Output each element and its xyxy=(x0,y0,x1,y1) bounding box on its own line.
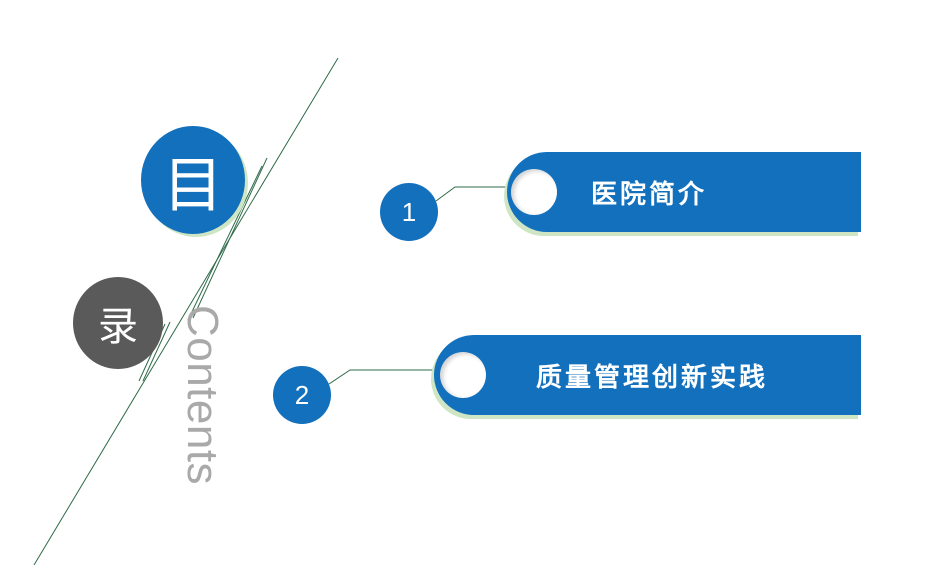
item-2-banner-notch xyxy=(440,352,486,398)
item-1-banner[interactable]: 医院简介 xyxy=(507,152,861,232)
title-char-mu-circle: 目 xyxy=(141,126,245,234)
connector-line-2 xyxy=(328,369,442,385)
title-char-mu: 目 xyxy=(163,150,223,221)
item-1-label: 医院简介 xyxy=(591,179,708,210)
contents-label: Contents xyxy=(178,304,227,486)
item-1-number: 1 xyxy=(401,196,417,227)
item-1-banner-notch xyxy=(511,169,557,215)
title-char-lu-circle: 录 xyxy=(73,277,163,369)
title-char-lu: 录 xyxy=(98,304,138,350)
short-diagonal-line-1 xyxy=(192,157,268,319)
item-2-number-badge: 2 xyxy=(273,366,331,424)
item-1-number-badge: 1 xyxy=(380,183,438,241)
item-2-number: 2 xyxy=(294,379,310,410)
connector-line-1 xyxy=(435,186,515,202)
long-diagonal-line xyxy=(33,57,339,565)
item-2-label: 质量管理创新实践 xyxy=(536,362,769,393)
short-diagonal-line-2 xyxy=(187,165,263,321)
short-diagonal-line-3 xyxy=(142,321,171,382)
item-2-banner[interactable]: 质量管理创新实践 xyxy=(434,335,861,415)
